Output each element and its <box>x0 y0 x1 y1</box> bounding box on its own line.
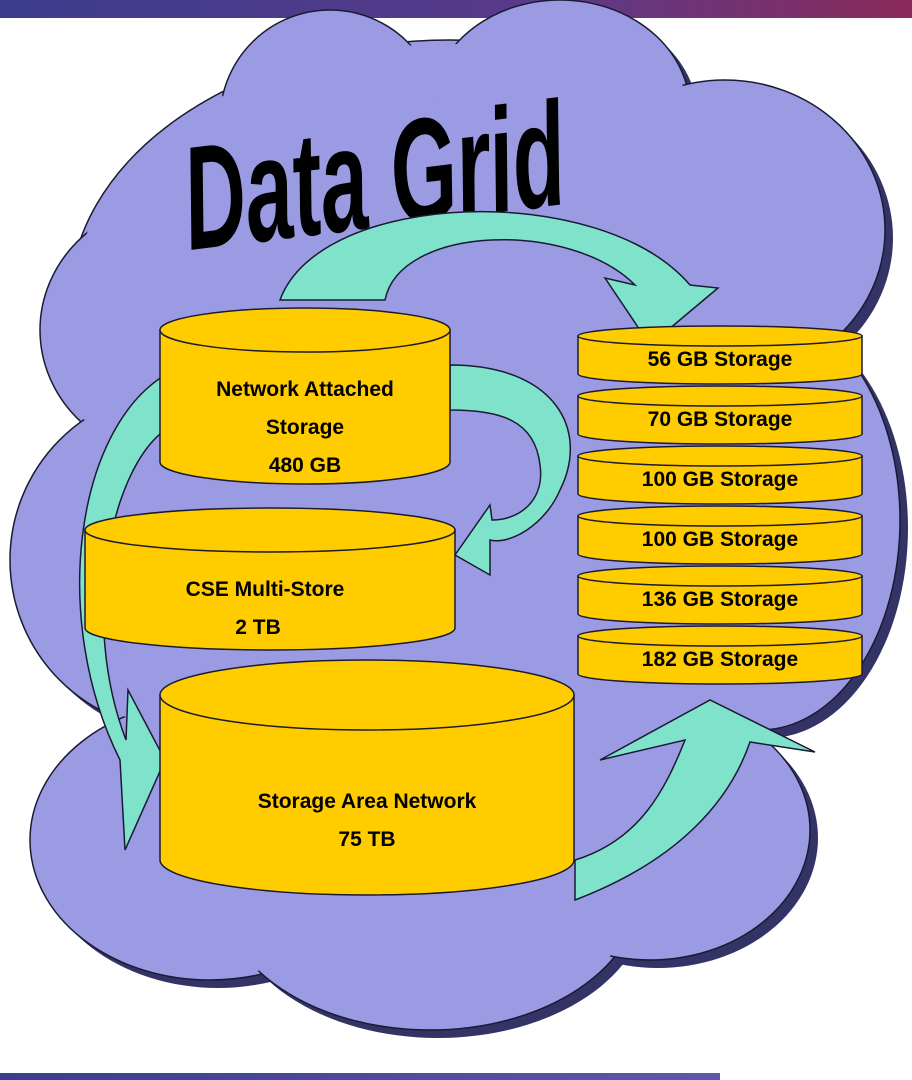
arrow-nas-to-cse <box>449 364 571 577</box>
storage-disk-label: 136 GB Storage <box>642 588 798 611</box>
storage-disk: 100 GB Storage <box>577 445 863 505</box>
storage-stack: 56 GB Storage 70 GB Storage 100 GB Storage… <box>577 325 863 685</box>
arrow-nas-to-san <box>78 373 166 851</box>
storage-disk-top <box>577 325 863 347</box>
storage-disk-top <box>577 505 863 527</box>
storage-disk: 182 GB Storage <box>577 625 863 685</box>
storage-disk-body <box>577 575 863 625</box>
san-cylinder: Storage Area Network 75 TB <box>159 659 575 896</box>
arrow-nas-to-stack <box>278 210 720 347</box>
storage-disk-top <box>577 445 863 467</box>
cse-label: CSE Multi-Store <box>186 578 345 601</box>
storage-disk-label: 70 GB Storage <box>648 408 793 431</box>
storage-disk-body <box>577 335 863 385</box>
san-label: Storage Area Network <box>258 790 477 813</box>
storage-disk-top <box>577 565 863 587</box>
top-band <box>0 0 912 18</box>
cse-cylinder: CSE Multi-Store 2 TB <box>84 507 456 651</box>
storage-disk-label: 100 GB Storage <box>642 468 798 491</box>
arrow-san-to-stack <box>574 699 816 902</box>
storage-disk: 56 GB Storage <box>577 325 863 385</box>
storage-disk: 100 GB Storage <box>577 505 863 565</box>
storage-disk-label: 56 GB Storage <box>648 348 793 371</box>
storage-disk-body <box>577 515 863 565</box>
storage-disk-top <box>577 385 863 407</box>
storage-disk-label: 182 GB Storage <box>642 648 798 671</box>
nas-label-line2: Storage <box>266 416 344 439</box>
storage-disk-top <box>577 625 863 647</box>
bottom-band <box>0 1073 720 1080</box>
storage-disk: 136 GB Storage <box>577 565 863 625</box>
san-size-label: 75 TB <box>338 828 395 851</box>
nas-cylinder: Network Attached Storage 480 GB <box>159 307 451 485</box>
storage-disk-body <box>577 395 863 445</box>
nas-size-label: 480 GB <box>269 454 341 477</box>
storage-disk-body <box>577 455 863 505</box>
storage-disk-body <box>577 635 863 685</box>
storage-disk: 70 GB Storage <box>577 385 863 445</box>
cse-size-label: 2 TB <box>235 616 281 639</box>
storage-disk-label: 100 GB Storage <box>642 528 798 551</box>
nas-label-line1: Network Attached <box>216 378 394 401</box>
